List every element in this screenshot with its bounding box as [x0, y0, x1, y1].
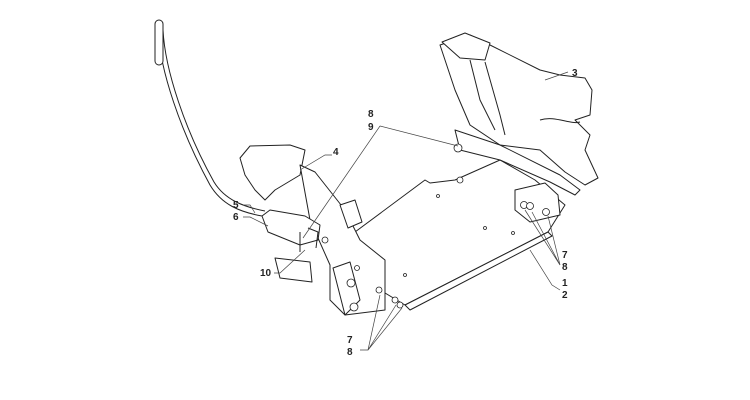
- callout-8-top: 8: [368, 109, 374, 120]
- callout-3: 3: [572, 68, 578, 79]
- callout-9: 9: [368, 122, 374, 133]
- callout-10: 10: [260, 268, 272, 279]
- gear-lever: [154, 19, 321, 283]
- callout-4: 4: [333, 147, 339, 158]
- callout-7-right: 7: [562, 250, 568, 261]
- callout-1: 1: [562, 278, 568, 289]
- left-pedestal: [239, 144, 404, 316]
- callout-7-bottom: 7: [347, 335, 353, 346]
- leader-lines: [243, 71, 569, 351]
- callout-labels: 3 8 9 4 5 6 10 7 8 1 2 7 8: [233, 68, 578, 358]
- callout-2: 2: [562, 290, 568, 301]
- callout-5: 5: [233, 200, 239, 211]
- callout-8-bottom: 8: [347, 347, 353, 358]
- callout-6: 6: [233, 212, 239, 223]
- callout-8-right: 8: [562, 262, 568, 273]
- side-frame: [439, 32, 599, 196]
